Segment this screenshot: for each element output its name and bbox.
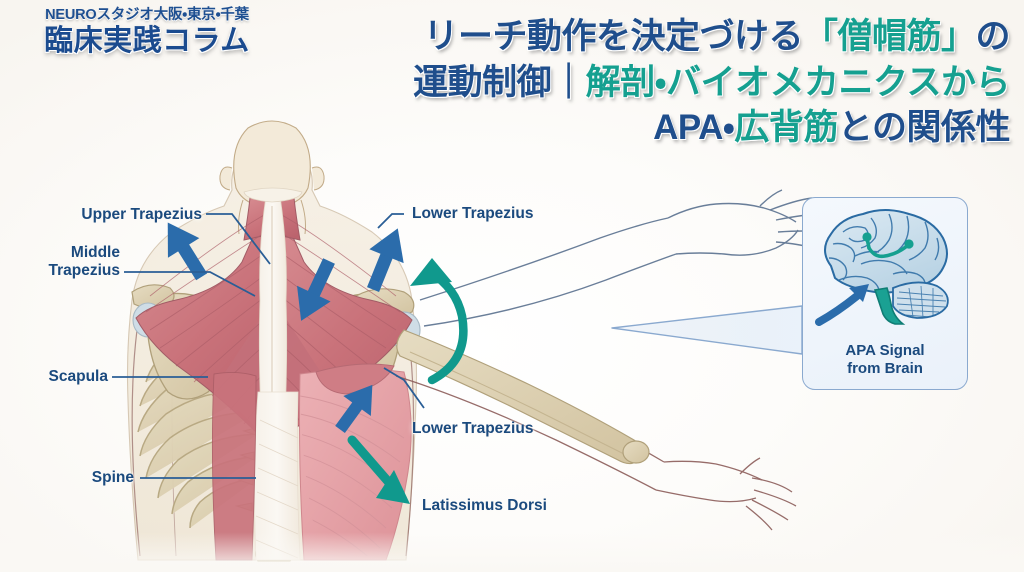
- brand-top-line: NEUROスタジオ大阪・東京・千葉: [45, 7, 249, 23]
- label-middle-trapezius-line1: Middle: [70, 244, 120, 261]
- label-spine: Spine: [91, 469, 134, 486]
- inset-caption-line2: from Brain: [847, 360, 923, 377]
- label-lower-trapezius-bottom: Lower Trapezius: [412, 420, 534, 437]
- label-scapula: Scapula: [48, 368, 108, 385]
- brain-icon: [815, 209, 949, 326]
- inset-caption: APA Signal from Brain: [803, 342, 967, 378]
- inset-callout-wedge: [611, 305, 803, 355]
- label-latissimus-dorsi: Latissimus Dorsi: [422, 497, 547, 514]
- leader-lower-trapezius-top: [377, 213, 404, 229]
- apa-arrow-icon: [815, 284, 869, 326]
- label-middle-trapezius-line2: Trapezius: [48, 262, 121, 280]
- leader-lower-trapezius-bottom: [383, 367, 425, 409]
- blue-direction-arrows: [167, 222, 404, 433]
- brand-logo: NEUROスタジオ大阪・東京・千葉 臨床実践コラム: [8, 6, 286, 58]
- leader-upper-trapezius: [206, 213, 271, 265]
- leader-middle-trapezius: [124, 271, 256, 297]
- teal-rotation-arrow: [410, 258, 468, 385]
- label-lower-trapezius-top: Lower Trapezius: [412, 205, 534, 222]
- inset-caption-line1: APA Signal: [845, 342, 925, 359]
- label-middle-trapezius: Middle Trapezius: [8, 244, 121, 281]
- brand-main-line: 臨床実践コラム: [44, 25, 250, 58]
- brain-inset-panel: APA Signal from Brain: [802, 197, 968, 390]
- label-upper-trapezius: Upper Trapezius: [81, 206, 202, 223]
